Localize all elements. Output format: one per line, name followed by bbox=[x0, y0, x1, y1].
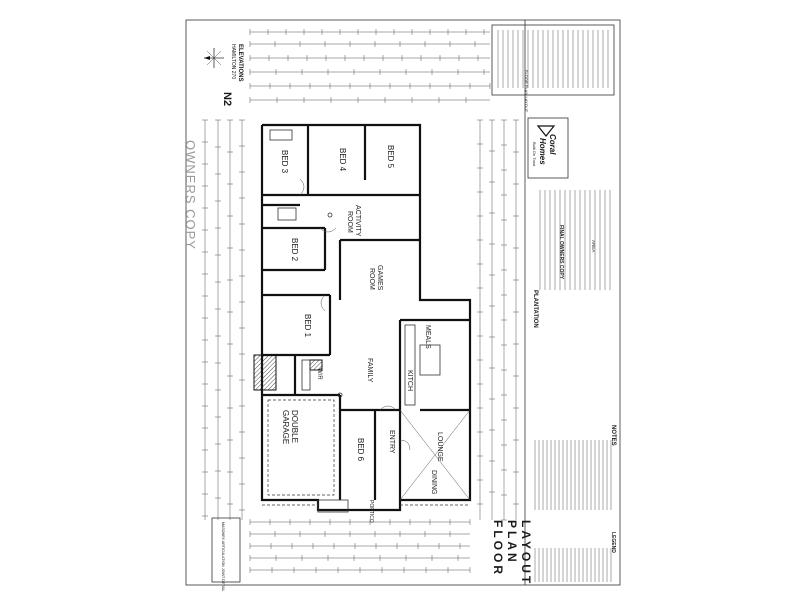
floor-plan-layout-small: FLOOR PLAN LAYOUT bbox=[524, 70, 529, 113]
north-arrow-icon bbox=[204, 48, 224, 68]
title-strip: Coral Homes Built On Trust FINAL OWNERS … bbox=[491, 24, 616, 582]
room-entry: ENTRY bbox=[388, 430, 395, 454]
bottom-dimension-chains bbox=[249, 519, 471, 573]
area-label: AREA bbox=[591, 240, 596, 252]
title-floor: FLOOR bbox=[491, 520, 505, 577]
owners-copy-stamp: OWNERS COPY bbox=[183, 140, 198, 250]
room-wir: W/R bbox=[316, 368, 322, 380]
floor-plan bbox=[253, 123, 472, 513]
right-dimension-chains bbox=[477, 119, 519, 521]
final-owners-copy: FINAL OWNERS COPY bbox=[558, 225, 564, 280]
north-label: N2 bbox=[221, 92, 233, 106]
sheet-title: FLOOR PLAN LAYOUT bbox=[491, 520, 533, 586]
room-activity-line1: ACTIVITY bbox=[354, 205, 361, 237]
elevations-title: ELEVATIONS bbox=[237, 44, 243, 81]
left-dimension-chains bbox=[202, 119, 245, 520]
title-plan: PLAN bbox=[505, 520, 519, 565]
elevations-subtitle: HAMILTON 270 bbox=[230, 44, 236, 79]
plantation-label: PLANTATION bbox=[532, 290, 538, 328]
room-family: FAMILY bbox=[366, 358, 373, 383]
room-kitch: KITCH bbox=[406, 370, 413, 391]
svg-text:MASONRY ARTICULATION JOINT DET: MASONRY ARTICULATION JOINT DETAIL bbox=[221, 522, 225, 592]
room-games-line2: ROOM bbox=[368, 268, 375, 290]
coral-homes-logo: Coral Homes Built On Trust bbox=[527, 117, 569, 179]
top-dimension-chains bbox=[249, 29, 491, 103]
room-bed-4: BED 4 bbox=[338, 148, 347, 172]
room-garage-line1: DOUBLE bbox=[290, 410, 299, 443]
room-bed-1: BED 1 bbox=[303, 314, 312, 338]
room-bed-5: BED 5 bbox=[386, 145, 395, 169]
room-portico: PORTICO bbox=[368, 500, 374, 523]
room-garage-line2: GARAGE bbox=[281, 410, 290, 444]
title-layout: LAYOUT bbox=[519, 520, 533, 586]
legend-heading: LEGEND bbox=[610, 532, 616, 553]
room-games-line1: GAMES bbox=[376, 265, 383, 291]
room-meals: MEALS bbox=[424, 325, 431, 349]
room-activity-line2: ROOM bbox=[346, 211, 353, 233]
svg-text:Homes: Homes bbox=[538, 138, 547, 165]
room-bed-6: BED 6 bbox=[356, 438, 365, 462]
notes-heading: NOTES bbox=[610, 425, 616, 446]
room-bed-2: BED 2 bbox=[290, 238, 299, 262]
room-dining: DINING bbox=[430, 470, 437, 495]
room-lounge: LOUNGE bbox=[436, 432, 443, 462]
masonry-detail: MASONRY ARTICULATION JOINT DETAIL bbox=[211, 517, 241, 592]
room-labels: BED 3 BED 4 BED 5 BED 2 ACTIVITY ROOM GA… bbox=[280, 145, 443, 523]
svg-text:Built On Trust: Built On Trust bbox=[532, 142, 537, 167]
room-bed-3: BED 3 bbox=[280, 150, 289, 174]
sheet-border bbox=[185, 19, 621, 586]
svg-text:Coral: Coral bbox=[548, 134, 557, 155]
